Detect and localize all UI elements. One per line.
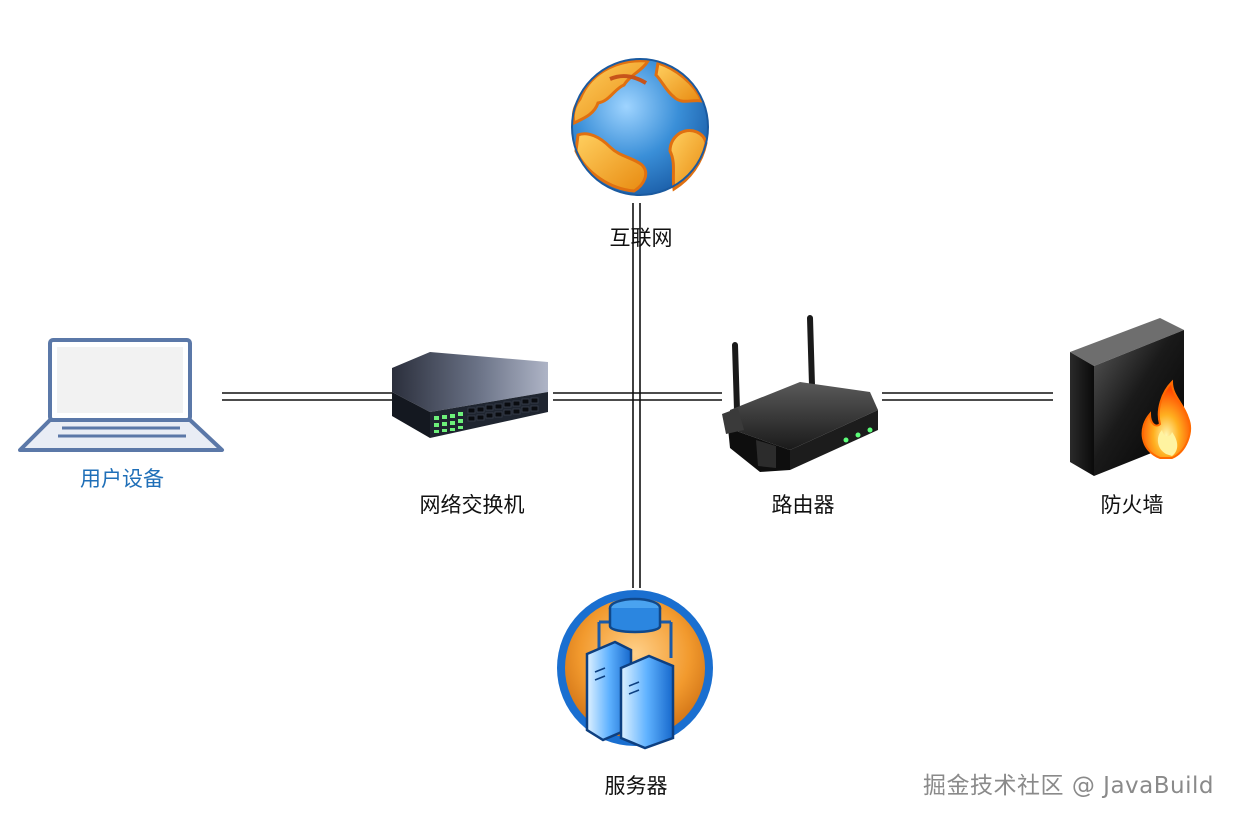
network-switch-icon [392, 352, 548, 438]
globe-icon [571, 58, 709, 196]
switch-label: 网络交换机 [420, 493, 525, 517]
server-icon [557, 590, 713, 750]
watermark: 掘金技术社区 @ JavaBuild [923, 773, 1214, 799]
wireless-router-icon [722, 315, 878, 472]
internet-label: 互联网 [610, 226, 673, 250]
link-router-firewall [882, 392, 1053, 401]
server-label: 服务器 [605, 774, 668, 798]
firewall-icon [1070, 318, 1191, 476]
link-switch-router [553, 392, 722, 401]
link-internet-server [632, 203, 641, 588]
laptop-icon [18, 338, 224, 452]
link-user-switch [222, 392, 392, 401]
router-label: 路由器 [772, 493, 835, 517]
firewall-label: 防火墙 [1101, 493, 1164, 517]
user-device-label: 用户设备 [80, 467, 164, 491]
